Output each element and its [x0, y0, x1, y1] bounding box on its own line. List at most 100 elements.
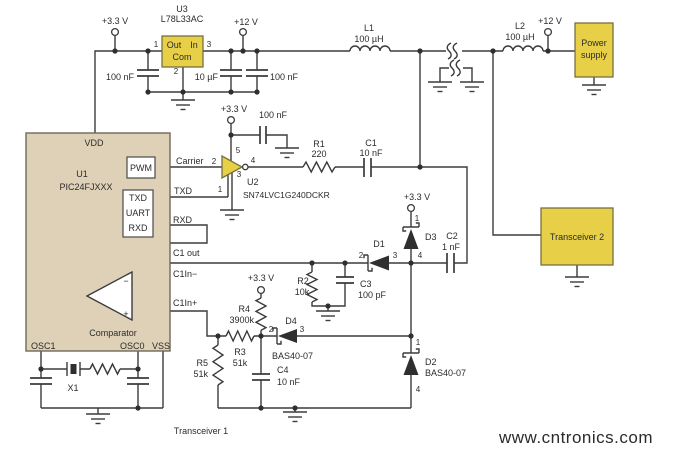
label-r4-ref: R4	[238, 304, 250, 314]
capacitor-c1	[363, 158, 372, 177]
label-l1-value: 100 µH	[354, 34, 383, 44]
diode-d3-triangle	[403, 229, 419, 249]
diode-d2-triangle	[403, 355, 419, 375]
label-net-carrier: Carrier	[176, 156, 204, 166]
wire	[40, 351, 164, 414]
label-12v: +12 V	[538, 16, 562, 26]
label-3v3: +3.3 V	[404, 192, 430, 202]
label-u2-pin3: 3	[237, 170, 242, 179]
comparator-plus-icon: +	[123, 309, 128, 319]
cable-break-icon	[446, 42, 458, 60]
wire	[576, 77, 595, 277]
capacitor-100nf-u2	[259, 126, 267, 144]
diode-d4-cathode-bar	[272, 327, 282, 345]
ground-icon	[85, 413, 111, 425]
label-l1-ref: L1	[364, 23, 374, 33]
label-r5-ref: R5	[196, 358, 208, 368]
buffer-u2-invert-bubble	[241, 163, 249, 171]
capacitor-c2	[446, 253, 455, 273]
wire	[439, 67, 473, 82]
label-c3-ref: C3	[360, 279, 372, 289]
label-u1-part: PIC24FJXXX	[59, 182, 112, 192]
diode-d1-triangle	[369, 255, 389, 271]
capacitor-10uf	[220, 69, 242, 77]
label-u2-pin4: 4	[251, 156, 256, 165]
label-d1-pin3: 3	[393, 251, 398, 260]
label-transceiver2: Transceiver 2	[550, 232, 604, 242]
ground-icon	[219, 209, 245, 221]
capacitors	[30, 69, 455, 385]
label-transceiver1: Transceiver 1	[174, 426, 228, 436]
label-u1-vss: VSS	[152, 341, 170, 351]
label-l2-ref: L2	[515, 21, 525, 31]
label-net-txd: TXD	[174, 186, 193, 196]
ground-icon	[315, 310, 341, 322]
label-3v3: +3.3 V	[248, 273, 274, 283]
label-l2-value: 100 µH	[505, 32, 534, 42]
watermark-text: www.cntronics.com	[498, 428, 653, 447]
resistor-r2-zigzag	[305, 271, 319, 303]
terminal-3v3-d3	[406, 203, 416, 213]
resistor-xtal-zigzag	[89, 362, 121, 376]
resistor-r3-zigzag	[225, 329, 255, 343]
cable-break-icon	[449, 59, 461, 77]
terminal-3v3-u2	[226, 115, 236, 125]
capacitor-osc-right	[127, 377, 149, 385]
wire	[147, 51, 258, 100]
resistor-r1-zigzag	[302, 160, 336, 174]
label-d4-pin3: 3	[300, 325, 305, 334]
label-d3-pin1: 1	[415, 214, 420, 223]
capacitor-c4	[252, 373, 270, 381]
label-cap-10uf: 10 µF	[195, 72, 219, 82]
label-u3-com: Com	[172, 52, 191, 62]
label-c4-value: 10 nF	[277, 377, 301, 387]
label-r5-value: 51k	[193, 369, 208, 379]
wire	[230, 123, 288, 161]
wire	[153, 166, 233, 210]
label-net-c1in-plus: C1In+	[173, 298, 197, 308]
crystal-x1	[66, 362, 81, 376]
label-r3-ref: R3	[234, 347, 246, 357]
ground-icon	[282, 411, 308, 423]
label-3v3: +3.3 V	[102, 16, 128, 26]
wire	[94, 50, 162, 133]
crystal-body	[70, 364, 77, 374]
label-net-rxd: RXD	[173, 215, 193, 225]
terminal-12v-right	[543, 27, 553, 37]
buffer-u2-triangle	[221, 154, 244, 180]
label-u3-pin1: 1	[154, 40, 159, 49]
ground-icon	[564, 276, 590, 288]
label-net-c1in-minus: C1In−	[173, 269, 197, 279]
capacitor-osc-left	[30, 377, 52, 385]
label-u2-part: SN74LVC1G240DCKR	[243, 190, 330, 200]
label-u3-in: In	[190, 40, 198, 50]
label-u3-part: L78L33AC	[161, 14, 204, 24]
capacitor-c3	[336, 276, 354, 284]
ground-icon	[427, 81, 453, 93]
comparator-triangle	[85, 270, 133, 322]
diode-d3-cathode-bar	[402, 222, 420, 232]
label-d4-pin2: 2	[269, 325, 274, 334]
mcu-pwm-box	[126, 156, 156, 179]
label-net-c1out: C1 out	[173, 248, 200, 258]
diodes	[272, 222, 420, 375]
regulator-u3-body	[161, 35, 204, 68]
capacitor-100nf-left	[137, 69, 159, 77]
labels: +3.3 V +12 V +12 V +3.3 V +3.3 V +3.3 V …	[31, 4, 653, 447]
label-r2-ref: R2	[297, 276, 309, 286]
label-d2-part: BAS40-07	[425, 368, 466, 378]
diode-d4-triangle	[278, 329, 297, 343]
ground-icon	[581, 84, 607, 96]
label-r3-value: 51k	[233, 358, 248, 368]
label-u1-rxd: RXD	[128, 223, 148, 233]
label-r2-value: 10k	[295, 287, 310, 297]
terminal-12v-top	[238, 27, 248, 37]
label-r1-ref: R1	[313, 139, 325, 149]
label-d3-ref: D3	[425, 232, 437, 242]
label-cap-100nf: 100 nF	[106, 72, 135, 82]
label-u2-ref: U2	[247, 177, 259, 187]
label-d1-pin2: 2	[359, 251, 364, 260]
label-3v3: +3.3 V	[221, 104, 247, 114]
label-u3-pin2: 2	[174, 67, 179, 76]
